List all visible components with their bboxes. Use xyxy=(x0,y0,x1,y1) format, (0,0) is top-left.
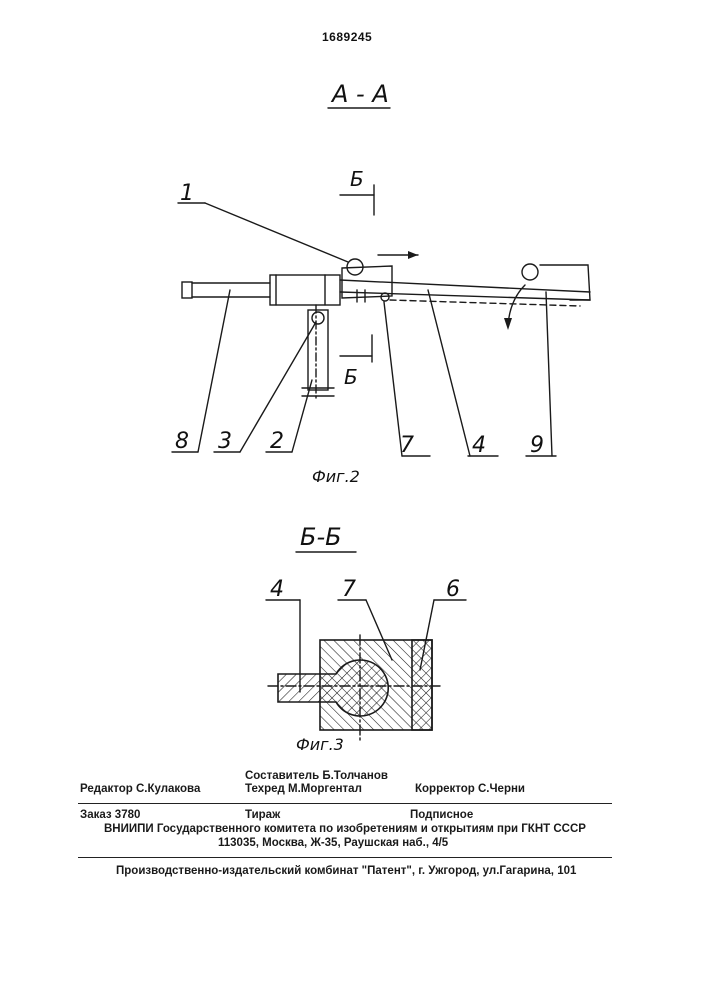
imprint-subscription: Подписное xyxy=(410,809,473,821)
imprint-editor: Редактор С.Кулакова xyxy=(80,783,200,795)
fig3-label-4: 4 xyxy=(270,577,284,602)
fig2-label-2: 2 xyxy=(270,429,284,454)
fig2-caption: Фиг.2 xyxy=(312,467,360,486)
imprint-rule-1 xyxy=(78,803,612,804)
end-hook xyxy=(540,265,590,300)
fig2-label-3: 3 xyxy=(218,429,232,454)
imprint-techred: Техред М.Моргентал xyxy=(245,783,362,795)
imprint-org: ВНИИПИ Государственного комитета по изоб… xyxy=(104,823,586,835)
plate-part-6 xyxy=(412,640,432,730)
rod-end-cap xyxy=(182,282,192,298)
imprint-circulation: Тираж xyxy=(245,809,280,821)
fig2-label-1: 1 xyxy=(180,181,194,206)
fig2-label-8: 8 xyxy=(175,429,189,454)
fig3-label-6: 6 xyxy=(446,577,460,602)
fig3-section-title: Б-Б xyxy=(300,523,342,551)
fig3-drawing: Б-Б 4 7 6 Фиг.3 xyxy=(266,523,466,754)
fig2-cut-mark-top: Б xyxy=(350,167,364,191)
imprint-corrector: Корректор С.Черни xyxy=(415,783,525,795)
fig2-drawing: А - А Б xyxy=(172,80,590,486)
fig3-caption: Фиг.3 xyxy=(296,735,344,754)
beam-top xyxy=(340,280,590,292)
guide-block xyxy=(270,275,340,305)
fig2-section-title: А - А xyxy=(330,80,389,108)
roller-9 xyxy=(522,264,538,280)
imprint-order: Заказ 3780 xyxy=(80,809,140,821)
fig2-label-9: 9 xyxy=(530,433,544,458)
support-post xyxy=(308,310,328,390)
imprint-printer: Производственно-издательский комбинат "П… xyxy=(116,865,576,877)
fig2-label-4: 4 xyxy=(472,433,486,458)
imprint-rule-2 xyxy=(78,857,612,858)
fig2-cut-mark-bottom: Б xyxy=(344,365,358,389)
fig3-label-7: 7 xyxy=(342,577,356,602)
imprint-address: 113035, Москва, Ж-35, Раушская наб., 4/5 xyxy=(218,837,448,849)
imprint-compiler: Составитель Б.Толчанов xyxy=(245,770,388,782)
